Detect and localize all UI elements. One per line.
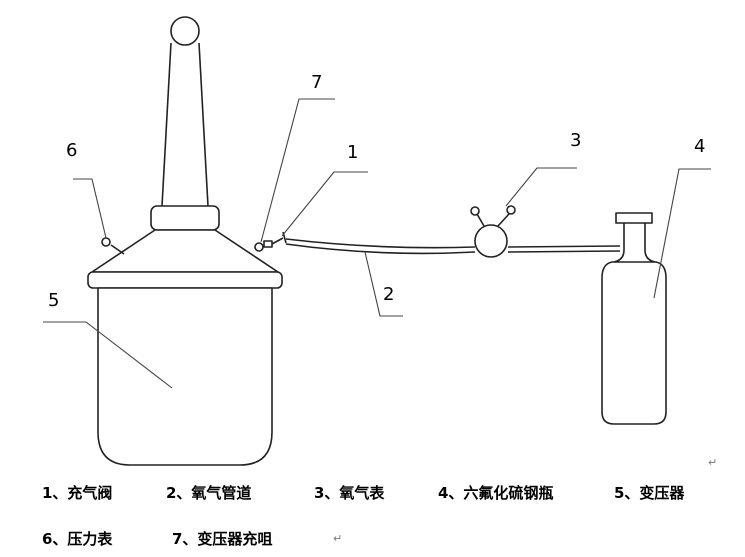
legend-item-transformer: 5、变压器 [614,484,685,502]
sf6-cylinder [601,212,667,425]
callout-2: 2 [383,284,394,305]
transformer-rim [87,271,283,289]
leader-line-6 [73,178,107,239]
callout-7: 7 [311,72,322,93]
pressure-gauge [101,237,125,255]
bushing-top-cap [170,16,200,46]
callout-6: 6 [66,140,77,161]
bushing-shaft [161,42,209,207]
leader-lines [43,98,711,389]
leader-line-3 [505,167,577,207]
paragraph-mark-2: ↵ [333,532,343,545]
transformer [87,16,283,466]
cylinder-cap [615,212,653,224]
callout-4: 4 [694,136,705,157]
cylinder-neck [613,223,656,263]
legend-item-fill-valve: 1、充气阀 [42,484,113,502]
legend-item-sf6-cylinder: 4、六氟化硫钢瓶 [438,484,554,502]
oxygen-pipe [285,238,621,255]
leader-line-2 [364,251,403,317]
leader-line-1 [281,171,368,237]
cylinder-body [601,261,667,425]
legend-item-fill-nozzle: 7、变压器充咀 [172,530,273,548]
callout-3: 3 [570,130,581,151]
paragraph-mark: ↵ [708,456,718,469]
transformer-fill-nozzle [254,240,273,252]
legend-item-oxygen-pipe: 2、氧气管道 [166,484,252,502]
leader-line-7 [260,98,335,243]
transformer-body [97,287,273,466]
oxygen-gauge [470,205,516,258]
bushing-base [150,205,220,231]
leader-line-5 [43,321,173,389]
callout-5: 5 [48,290,59,311]
callout-1: 1 [347,142,358,163]
leader-line-4 [653,168,711,299]
legend-item-pressure-gauge: 6、压力表 [42,530,113,548]
legend-item-oxygen-gauge: 3、氧气表 [314,484,385,502]
